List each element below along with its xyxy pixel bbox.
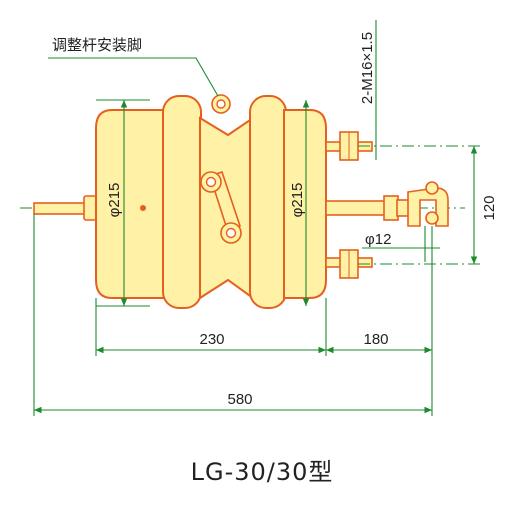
body-diameter-left-label: φ215: [106, 183, 123, 218]
body-length-label: 230: [199, 331, 224, 348]
push-rod: [33, 195, 99, 221]
rod-length-label: 180: [363, 331, 388, 348]
clevis-rod: [325, 181, 449, 227]
adjuster-mount-callout: 调整杆安装脚: [52, 36, 142, 54]
thread-spec-label: 2-M16×1.5: [359, 32, 376, 104]
body-diameter-right-label: φ215: [289, 183, 306, 218]
dimension-lines: [33, 20, 480, 416]
total-length-label: 580: [227, 391, 252, 408]
mount-spacing-label: 120: [481, 195, 498, 220]
mounting-stud-bottom: [325, 249, 373, 279]
model-label: LG-30/30型: [191, 458, 334, 486]
chamber-body: [95, 95, 327, 309]
adjuster-mount-lugs: [200, 94, 242, 244]
mounting-stud-top: [325, 131, 373, 161]
pin-diameter-label: φ12: [365, 231, 391, 248]
